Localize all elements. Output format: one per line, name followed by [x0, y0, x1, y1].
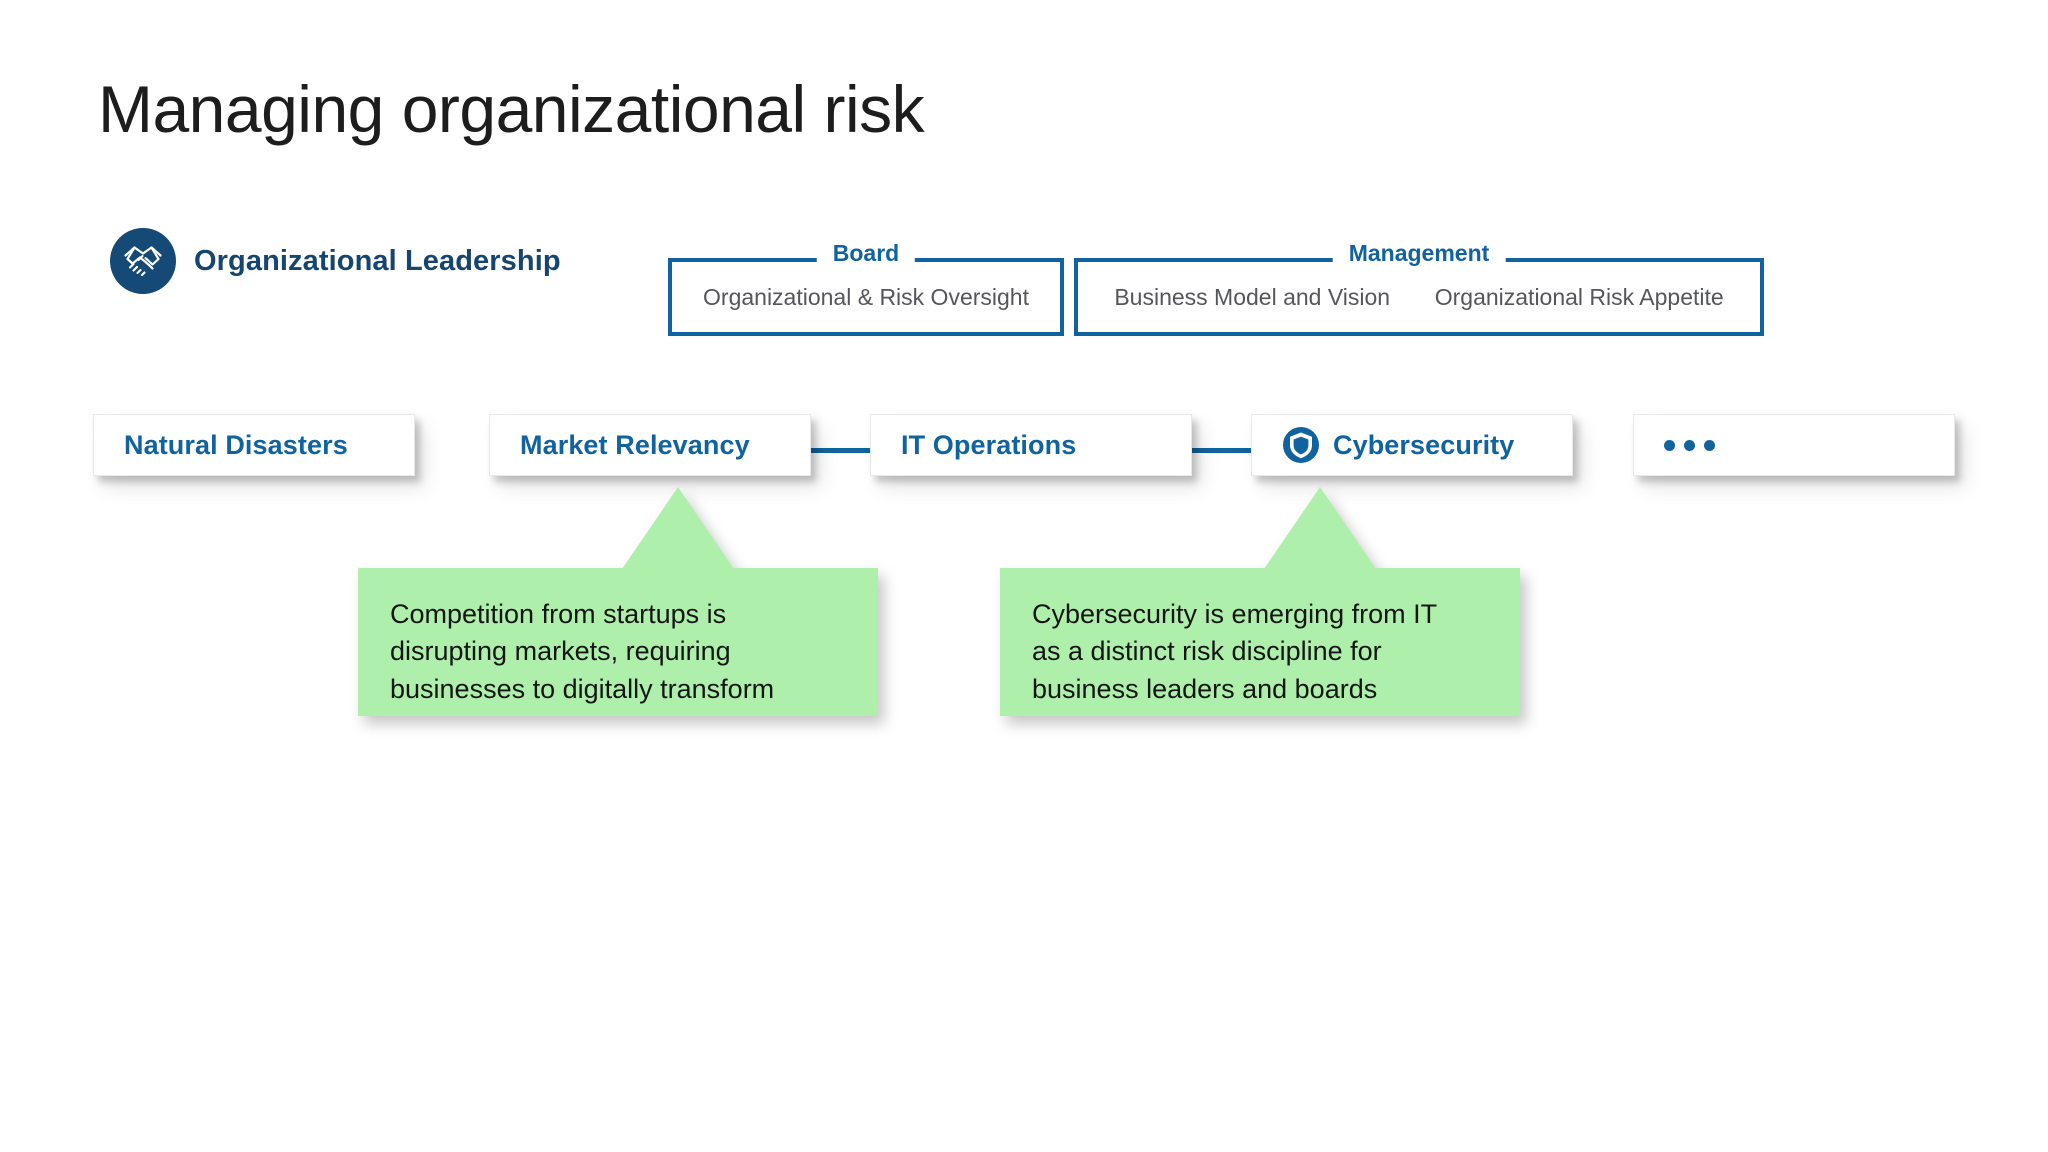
- risk-card-label: Market Relevancy: [520, 429, 750, 460]
- governance-item-business-model-and-vision: Business Model and Vision: [1114, 283, 1391, 310]
- shield-icon: [1282, 426, 1320, 464]
- governance-legend-board: Board: [816, 242, 916, 265]
- callout-body: Cybersecurity is emerging from IT as a d…: [1000, 568, 1520, 716]
- governance-box-management: Management Business Model and Vision Org…: [1074, 242, 1764, 336]
- organizational-leadership-label: Organizational Leadership: [194, 244, 561, 277]
- governance-items-board: Organizational & Risk Oversight: [672, 262, 1060, 332]
- callout-body: Competition from startups is disrupting …: [358, 568, 878, 716]
- ellipsis-icon: [1664, 439, 1715, 451]
- risk-card-label: Cybersecurity: [1333, 429, 1515, 460]
- risk-card-market-relevancy[interactable]: Market Relevancy: [489, 414, 811, 476]
- page-title: Managing organizational risk: [98, 72, 925, 146]
- callout-text: Competition from startups is disrupting …: [390, 599, 775, 704]
- risk-card-natural-disasters[interactable]: Natural Disasters: [93, 414, 415, 476]
- governance-item-organizational-risk-appetite: Organizational Risk Appetite: [1434, 283, 1724, 310]
- risk-card-cybersecurity[interactable]: Cybersecurity: [1251, 414, 1573, 476]
- governance-legend-management: Management: [1332, 242, 1506, 265]
- callout-pointer: [622, 487, 734, 569]
- risk-card-label: IT Operations: [901, 429, 1077, 460]
- risk-card-label: Natural Disasters: [124, 429, 348, 460]
- handshake-icon: [110, 228, 176, 294]
- risk-card-it-operations[interactable]: IT Operations: [870, 414, 1192, 476]
- callout-text: Cybersecurity is emerging from IT as a d…: [1032, 599, 1438, 704]
- governance-box-board: Board Organizational & Risk Oversight: [668, 242, 1064, 336]
- governance-items-management: Business Model and Vision Organizational…: [1078, 262, 1760, 332]
- organizational-leadership-row: Organizational Leadership: [110, 228, 561, 294]
- risk-card-more[interactable]: [1633, 414, 1955, 476]
- connector-it-operations-to-cybersecurity: [1180, 448, 1258, 453]
- callout-pointer: [1264, 487, 1376, 569]
- governance-item-organizational-risk-oversight: Organizational & Risk Oversight: [703, 283, 1029, 310]
- connector-market-relevancy-to-it-operations: [798, 448, 876, 453]
